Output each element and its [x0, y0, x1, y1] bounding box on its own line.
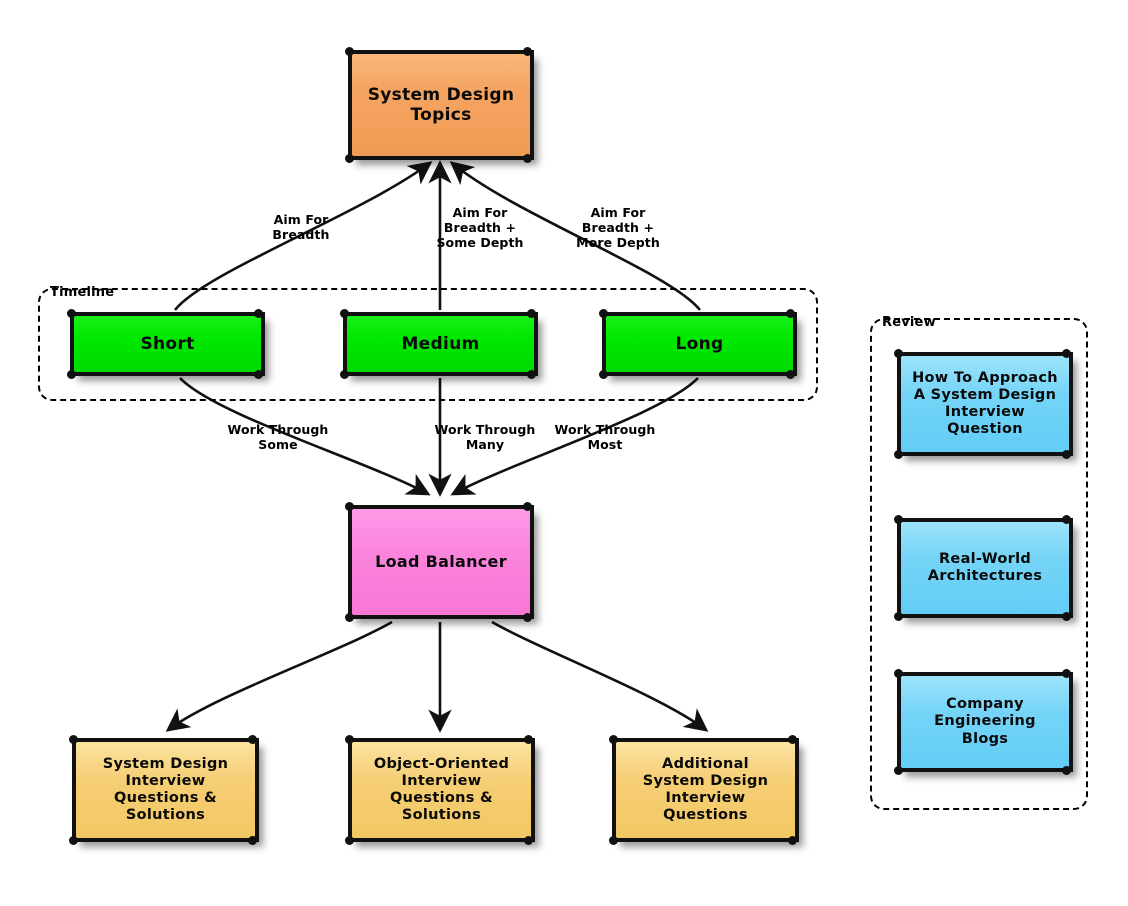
node-long[interactable]: Long — [599, 309, 797, 379]
edge-hub-practice3 — [491, 620, 709, 732]
node-label: Long — [675, 333, 724, 354]
node-load-balancer[interactable]: Load Balancer — [345, 502, 534, 622]
cluster-timeline — [38, 288, 818, 401]
edge-hub-practice1 — [165, 620, 393, 732]
node-label: Load Balancer — [375, 551, 507, 571]
node-label: Short — [140, 333, 195, 354]
node-short[interactable]: Short — [67, 309, 265, 379]
node-medium[interactable]: Medium — [340, 309, 538, 379]
cluster-timeline-label: Timeline — [50, 285, 115, 300]
cluster-review — [870, 318, 1088, 810]
node-label: Medium — [401, 333, 480, 354]
cluster-review-label: Review — [882, 315, 936, 330]
